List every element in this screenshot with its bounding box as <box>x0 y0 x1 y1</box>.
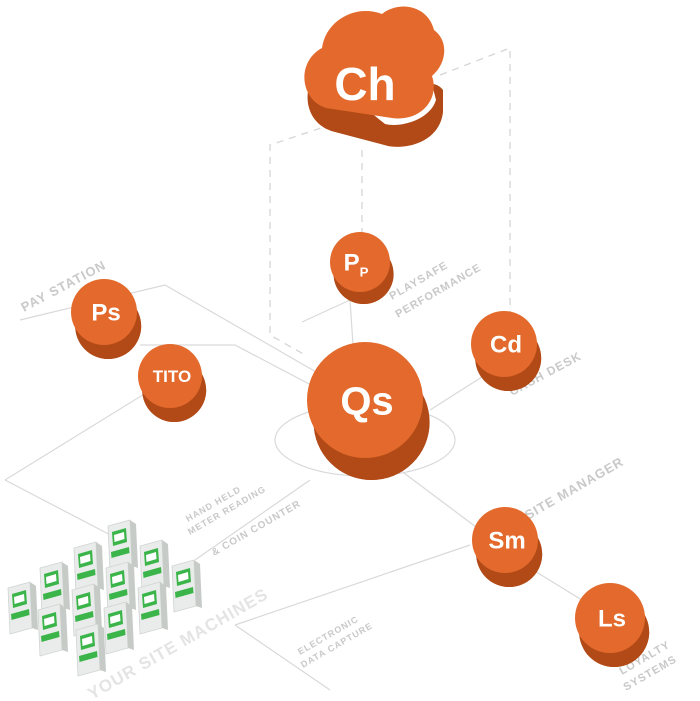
link-cd-qs <box>429 374 486 411</box>
node-cd-label: Cd <box>490 332 522 359</box>
node-pp-top <box>330 232 390 292</box>
node-qs: Qs <box>307 342 430 480</box>
slot-machine-panel <box>41 631 60 642</box>
node-sm-top <box>472 507 538 573</box>
slot-machine-side <box>126 602 134 650</box>
slot-machine-panel <box>43 589 62 600</box>
node-cd-top <box>471 311 537 377</box>
slot-machine <box>73 541 104 595</box>
dash-cloud-left <box>269 119 346 356</box>
cloud-label: Ch <box>334 58 395 110</box>
node-pp-sublabel: P <box>360 265 369 280</box>
slot-machine <box>171 559 202 613</box>
slot-machine-reels <box>114 532 125 542</box>
slot-machine-side <box>62 562 70 610</box>
node-qs-label: Qs <box>340 379 393 423</box>
slot-machine-panel <box>109 589 128 600</box>
node-ps: Ps <box>71 279 142 359</box>
slot-machine-body <box>7 581 33 635</box>
link-pay-station-frame <box>19 284 331 381</box>
node-tito-top <box>138 344 202 408</box>
site-machines <box>7 519 202 677</box>
slot-machine-panel <box>11 609 30 620</box>
slot-machine-body <box>75 623 101 677</box>
slot-machine-panel <box>77 569 96 580</box>
node-ps-label: Ps <box>91 300 120 327</box>
slot-machine-body <box>171 559 197 613</box>
node-sm-label: Sm <box>488 528 525 555</box>
slot-machine <box>105 561 136 615</box>
slot-machine <box>137 581 168 635</box>
node-ps-top <box>71 279 137 345</box>
link-electronic-data-bottom <box>234 624 331 691</box>
node-cd: Cd <box>471 311 542 391</box>
node-tito: TITO <box>138 344 207 422</box>
slot-machine-reels <box>110 614 121 624</box>
node-sm: Sm <box>472 507 543 588</box>
slot-machine-reels <box>46 574 57 584</box>
slot-machine-side <box>30 582 38 630</box>
link-electronic-data <box>234 544 471 626</box>
slot-machine <box>39 561 70 615</box>
slot-machine-side <box>194 560 202 608</box>
caption-site-manager: SITE MANAGER <box>522 454 626 523</box>
cloud-top <box>304 6 445 119</box>
slot-machine <box>103 601 134 655</box>
slot-machine <box>7 581 38 635</box>
slot-machine-reels <box>78 596 89 606</box>
slot-machine <box>75 623 106 677</box>
link-qs-sm <box>399 469 481 531</box>
slot-machine-side <box>98 624 106 672</box>
slot-machine-side <box>94 584 102 632</box>
link-hand-held-bottom <box>4 479 121 541</box>
node-tito-label: TITO <box>153 367 191 386</box>
slot-machine-body <box>137 581 163 635</box>
slot-machine-panel <box>175 587 194 598</box>
slot-machine-panel <box>75 611 94 622</box>
slot-machine-body <box>103 601 129 655</box>
slot-machine-body <box>37 603 63 657</box>
slot-machine-side <box>60 604 68 652</box>
slot-machine-reels <box>112 574 123 584</box>
node-pp: PP <box>330 232 394 305</box>
node-cloud-ch: Ch <box>304 6 445 147</box>
node-ls-label: Ls <box>598 606 626 633</box>
node-ls-top <box>575 583 645 653</box>
slot-machine-panel <box>111 547 130 558</box>
slot-machine-panel <box>141 609 160 620</box>
slot-machine <box>107 519 138 573</box>
slot-machine-side <box>160 582 168 630</box>
slot-machine-reels <box>14 594 25 604</box>
slot-machine-reels <box>44 616 55 626</box>
slot-machine-panel <box>79 651 98 662</box>
slot-machine-reels <box>144 594 155 604</box>
slot-machine-side <box>128 562 136 610</box>
slot-machine-panel <box>143 567 162 578</box>
slot-machine-reels <box>146 552 157 562</box>
node-ls: Ls <box>575 583 650 667</box>
slot-machine-side <box>130 520 138 568</box>
slot-machine <box>71 583 102 637</box>
slot-machine-reels <box>80 554 91 564</box>
link-coin-counter <box>194 479 311 561</box>
slot-machine-reels <box>178 572 189 582</box>
slot-machine <box>37 603 68 657</box>
slot-machine-side <box>162 540 170 588</box>
slot-machine-panel <box>107 629 126 640</box>
node-qs-top <box>307 342 423 458</box>
connector-lines <box>4 47 591 691</box>
slot-machine-reels <box>82 636 93 646</box>
slot-machine-side <box>96 542 104 590</box>
